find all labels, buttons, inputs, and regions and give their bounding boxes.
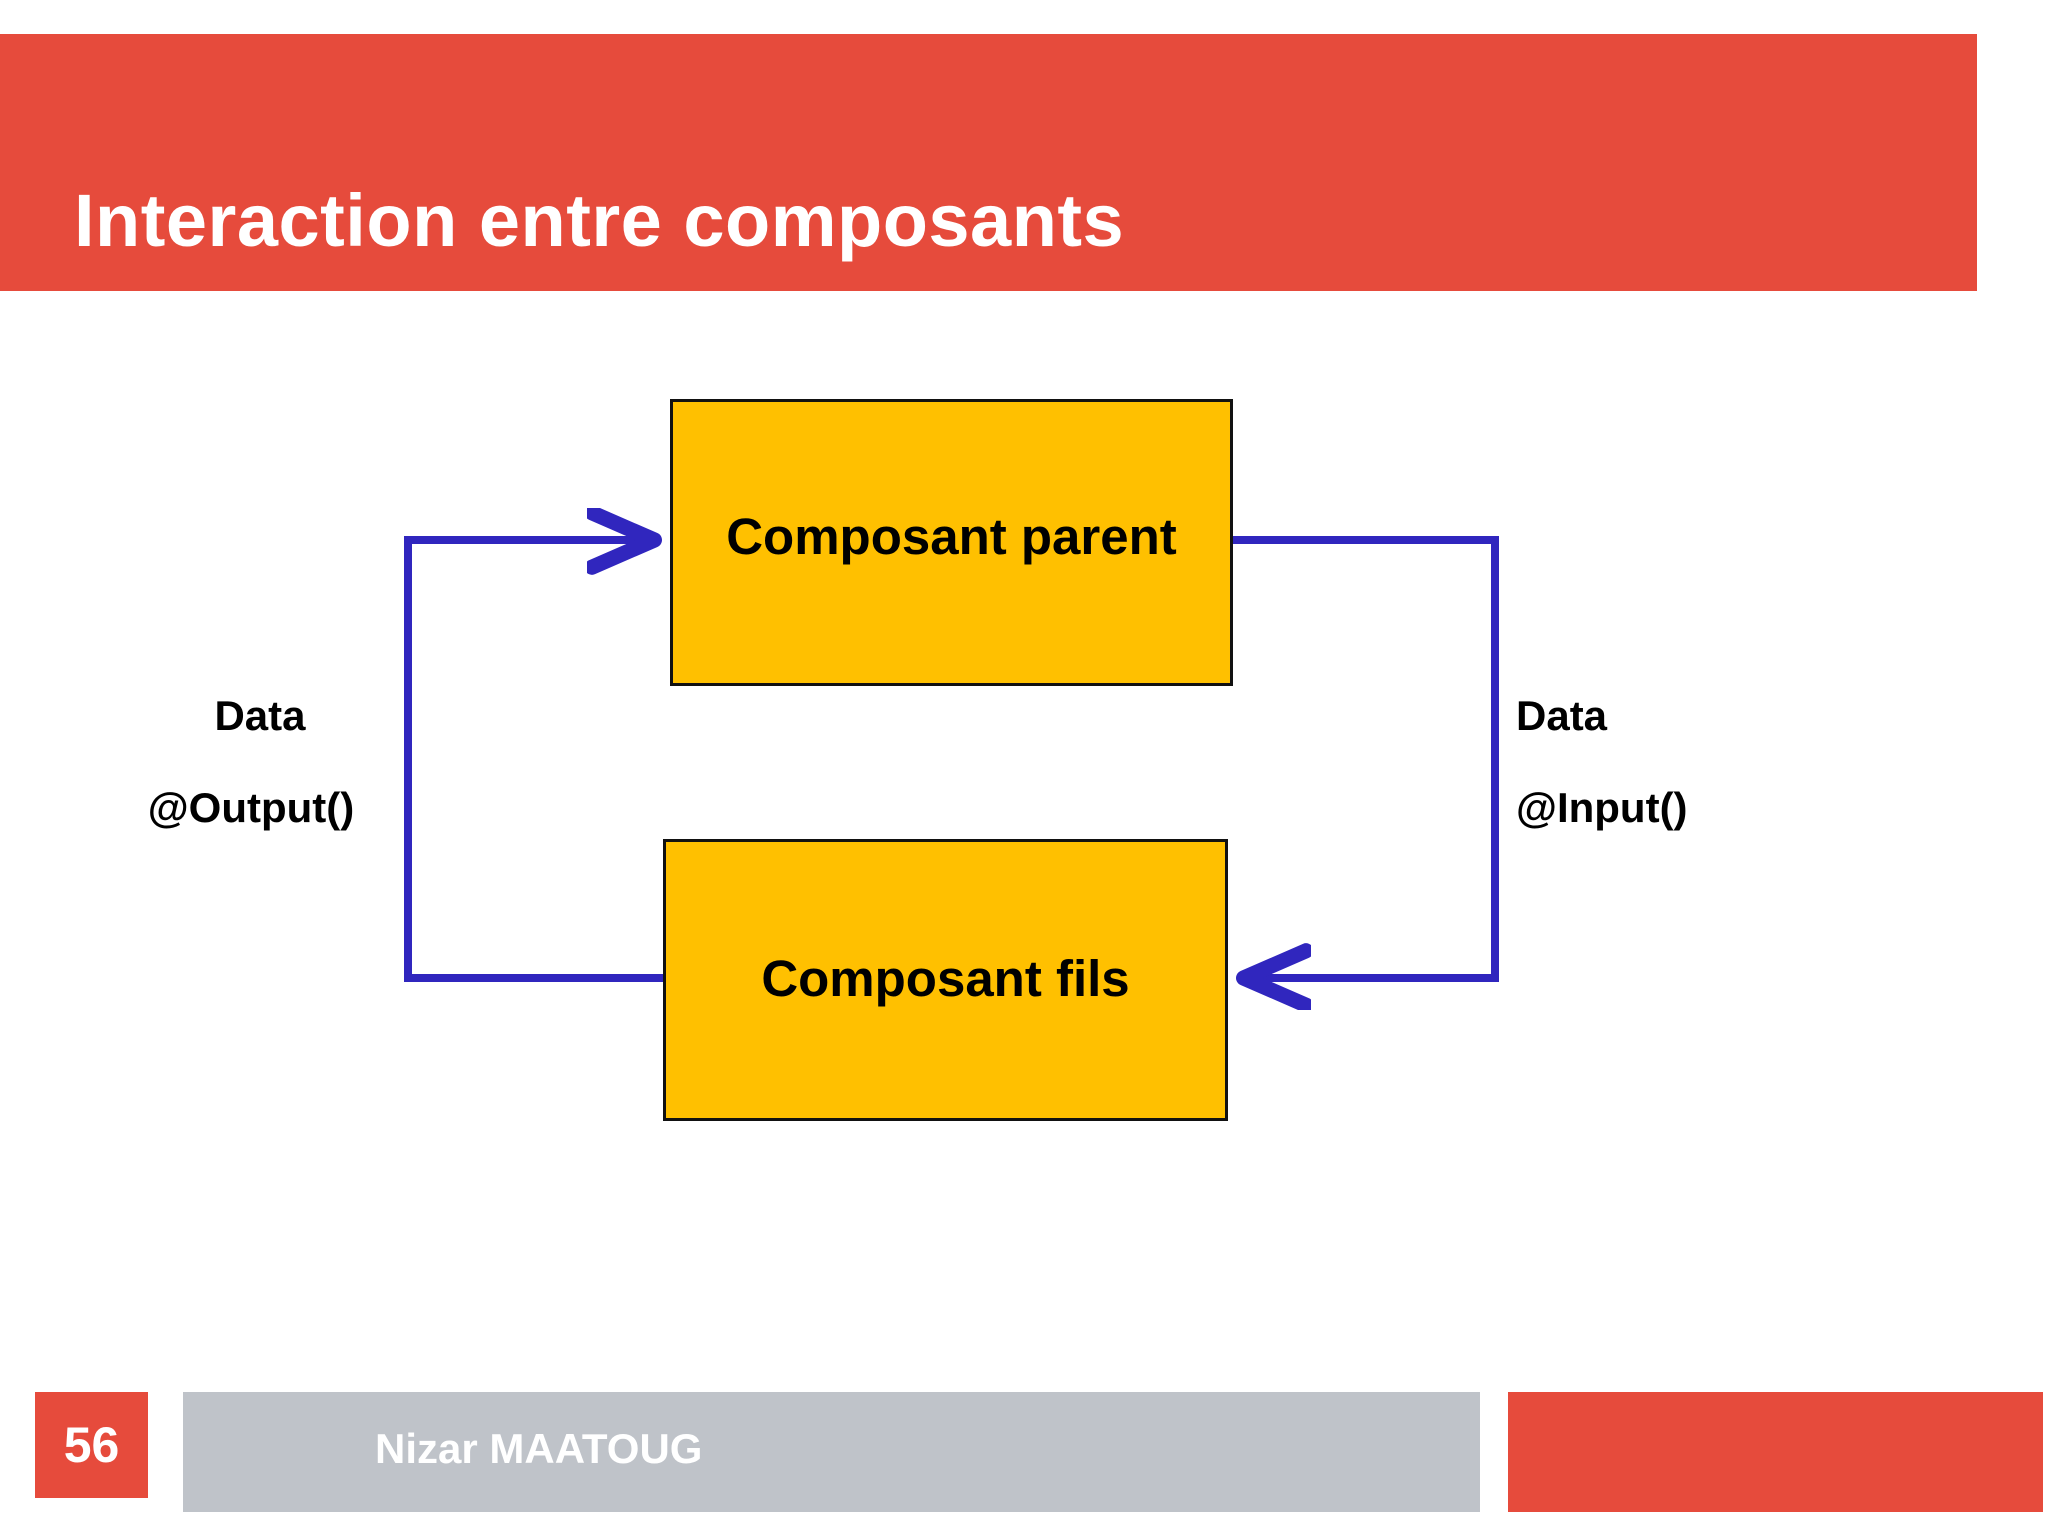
input-edge-decorator-label: @Input() (1516, 784, 1688, 831)
page-number: 56 (63, 1417, 120, 1473)
page-number-badge: 56 (35, 1392, 148, 1498)
node-composant-fils[interactable]: Composant fils (663, 839, 1228, 1121)
input-connector-path (1233, 536, 1499, 978)
node-composant-fils-label: Composant fils (761, 949, 1130, 1007)
input-edge-data-label: Data (1516, 692, 1608, 739)
node-composant-parent-label: Composant parent (726, 508, 1177, 565)
node-composant-parent[interactable]: Composant parent (670, 399, 1233, 686)
footer-bar (183, 1392, 1480, 1512)
footer-author: Nizar MAATOUG (375, 1425, 703, 1472)
output-connector-path (404, 540, 663, 982)
title-banner: Interaction entre composants (0, 34, 1977, 291)
output-edge-data-label: Data (214, 692, 306, 739)
footer-accent-bar (1508, 1392, 2043, 1512)
output-edge-decorator-label: @Output() (147, 784, 355, 831)
page-title: Interaction entre composants (74, 179, 1125, 262)
